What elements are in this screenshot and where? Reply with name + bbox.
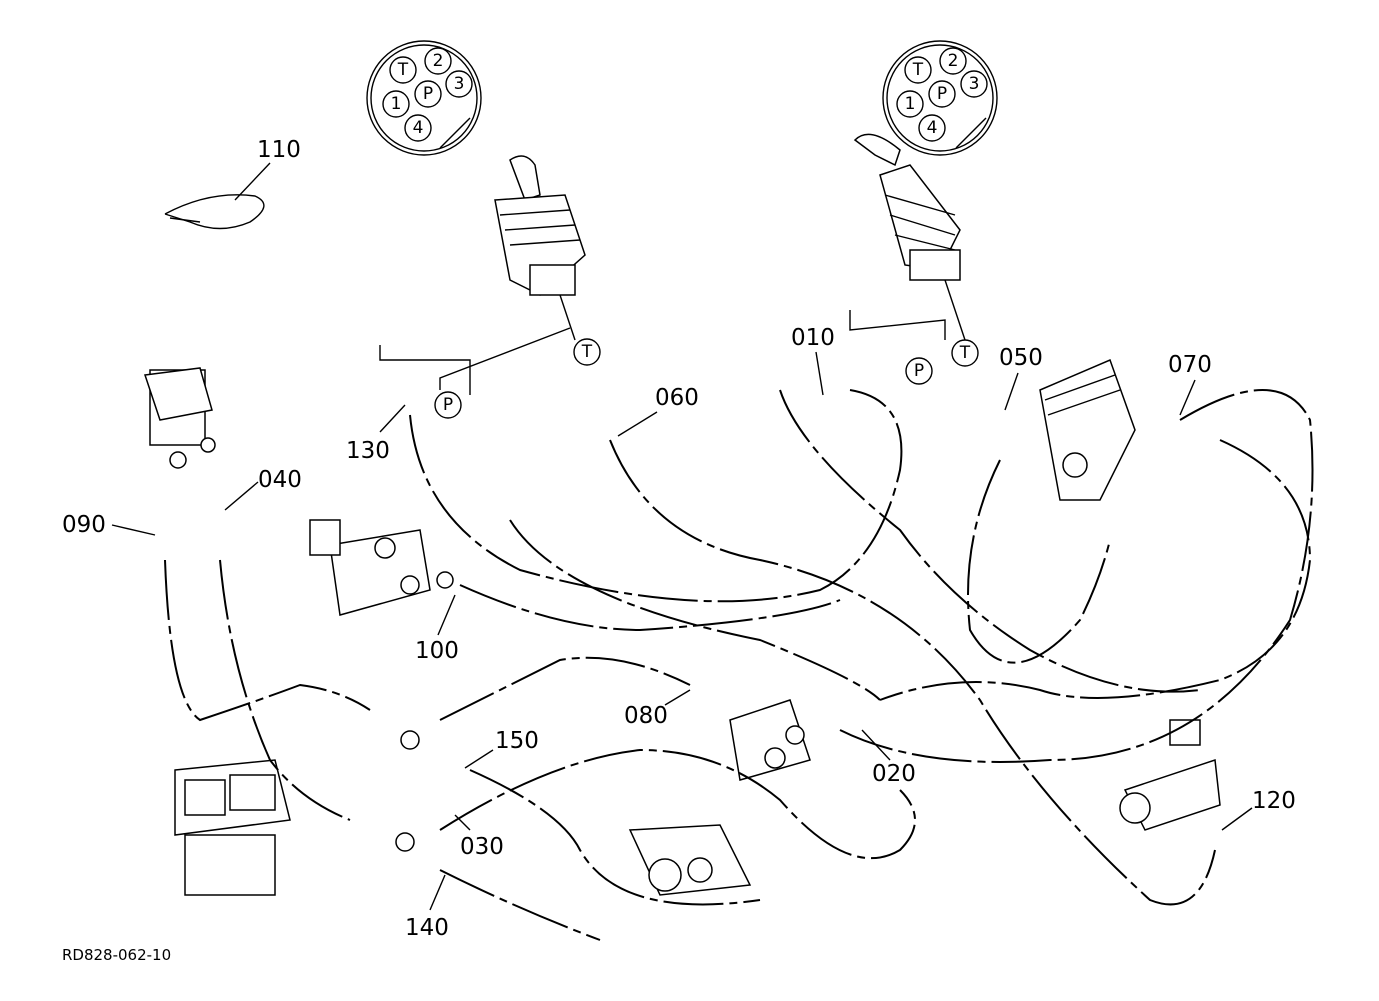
- callout-130: 130: [346, 404, 406, 464]
- callout-020: 020: [861, 729, 916, 787]
- pin-t-label: T: [912, 60, 924, 80]
- svg-text:P: P: [914, 361, 924, 381]
- svg-text:110: 110: [257, 137, 301, 163]
- svg-text:150: 150: [495, 728, 539, 754]
- pilot-valve-070: [1039, 358, 1136, 501]
- port-marker-p-left: P: [434, 391, 462, 419]
- svg-text:010: 010: [791, 325, 835, 351]
- callout-050: 050: [999, 345, 1043, 411]
- pin-t-label: T: [397, 60, 409, 80]
- pin-2-label: 2: [433, 51, 444, 71]
- port-marker-t-left: T: [573, 338, 601, 366]
- port-marker-p-right: P: [905, 357, 933, 385]
- callout-010: 010: [791, 325, 835, 396]
- cable-tie-part: [164, 194, 265, 230]
- svg-text:060: 060: [655, 385, 699, 411]
- connector-pin-diagram-left: T 2 3 1 P 4: [366, 40, 482, 156]
- callout-070: 070: [1168, 352, 1212, 416]
- callout-150: 150: [464, 728, 539, 769]
- svg-text:040: 040: [258, 467, 302, 493]
- switch-valve-left: [143, 367, 216, 469]
- svg-text:050: 050: [999, 345, 1043, 371]
- svg-text:090: 090: [62, 512, 106, 538]
- connector-pin-diagram-right: T 2 3 1 P 4: [882, 40, 998, 156]
- svg-text:T: T: [959, 343, 971, 363]
- pin-3-label: 3: [969, 74, 980, 94]
- callout-090: 090: [62, 512, 156, 538]
- callout-110: 110: [234, 137, 301, 201]
- joystick-right: [853, 133, 966, 341]
- pin-1-label: 1: [391, 94, 402, 114]
- pin-2-label: 2: [948, 51, 959, 71]
- tee-fitting-lower: [395, 832, 415, 852]
- pin-p-label: P: [937, 84, 947, 104]
- callout-100: 100: [415, 594, 459, 664]
- manifold-block-080: [729, 699, 811, 781]
- svg-text:030: 030: [460, 834, 504, 860]
- pin-1-label: 1: [905, 94, 916, 114]
- joystick-left: [494, 155, 586, 341]
- solenoid-valve-100: [309, 519, 454, 616]
- svg-text:130: 130: [346, 438, 390, 464]
- foot-pedal-valve: [174, 759, 291, 896]
- callout-040: 040: [224, 467, 302, 511]
- pin-3-label: 3: [454, 74, 465, 94]
- svg-text:100: 100: [415, 638, 459, 664]
- pin-4-label: 4: [927, 118, 938, 138]
- svg-text:080: 080: [624, 703, 668, 729]
- callout-120: 120: [1221, 788, 1296, 831]
- svg-text:020: 020: [872, 761, 916, 787]
- callout-060: 060: [617, 385, 699, 437]
- svg-text:T: T: [581, 342, 593, 362]
- pin-4-label: 4: [413, 118, 424, 138]
- shuttle-valve: [628, 824, 752, 896]
- drawing-code: RD828-062-10: [62, 946, 171, 964]
- svg-text:120: 120: [1252, 788, 1296, 814]
- callout-030: 030: [454, 814, 504, 860]
- svg-text:P: P: [443, 395, 453, 415]
- tee-fitting-upper: [400, 730, 420, 750]
- solenoid-valve-120: [1119, 719, 1221, 831]
- svg-text:140: 140: [405, 915, 449, 941]
- callout-080: 080: [624, 689, 691, 729]
- pin-p-label: P: [423, 84, 433, 104]
- hose-lines: [164, 389, 1314, 941]
- callout-140: 140: [405, 874, 449, 941]
- svg-text:070: 070: [1168, 352, 1212, 378]
- port-marker-t-right: T: [951, 339, 979, 367]
